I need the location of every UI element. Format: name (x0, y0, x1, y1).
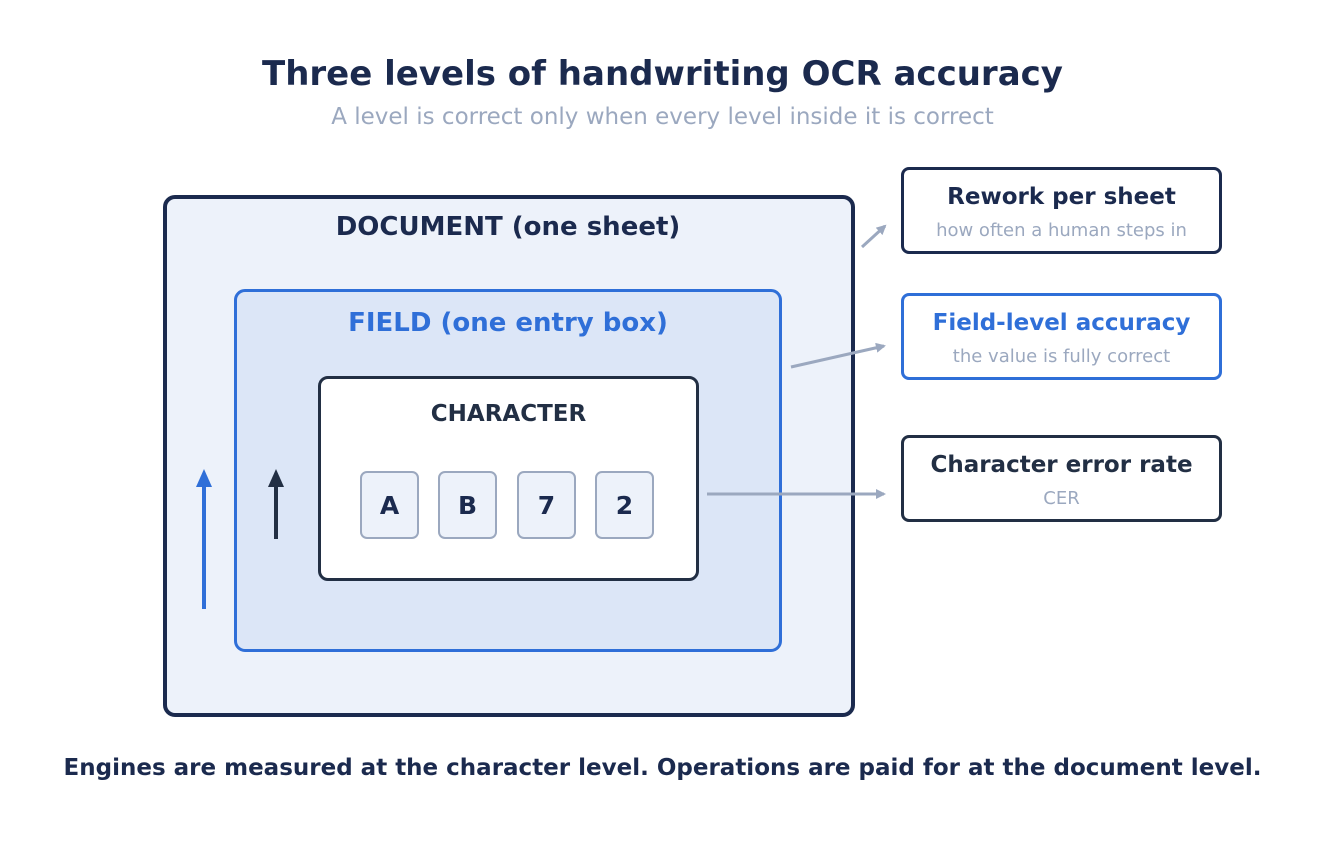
metric-title: Rework per sheet (947, 184, 1176, 210)
metric-description: CER (1043, 488, 1080, 509)
field-upward-arrow (268, 469, 284, 539)
character-level-label: CHARACTER (430, 401, 587, 427)
metric-title: Field-level accuracy (932, 310, 1191, 336)
character-glyph: B (438, 471, 497, 539)
character-glyph: 7 (517, 471, 576, 539)
field-to-accuracy-arrow (790, 342, 886, 369)
document-to-rework-arrow (860, 224, 887, 249)
footer-note: Engines are measured at the character le… (63, 755, 1262, 781)
character-glyph: A (360, 471, 419, 539)
character-glyph: 2 (595, 471, 654, 539)
metric-rework-per-sheet: Rework per sheet how often a human steps… (901, 167, 1222, 254)
metric-title: Character error rate (930, 452, 1193, 478)
document-upward-arrow (196, 469, 212, 609)
diagram-subtitle: A level is correct only when every level… (331, 104, 994, 130)
metric-description: how often a human steps in (936, 220, 1187, 241)
field-level-label: FIELD (one entry box) (348, 308, 668, 338)
metric-character-error-rate: Character error rate CER (901, 435, 1222, 522)
metric-description: the value is fully correct (952, 346, 1171, 367)
document-level-label: DOCUMENT (one sheet) (335, 212, 681, 242)
diagram-title: Three levels of handwriting OCR accuracy (262, 54, 1063, 94)
metric-field-level-accuracy: Field-level accuracy the value is fully … (901, 293, 1222, 380)
